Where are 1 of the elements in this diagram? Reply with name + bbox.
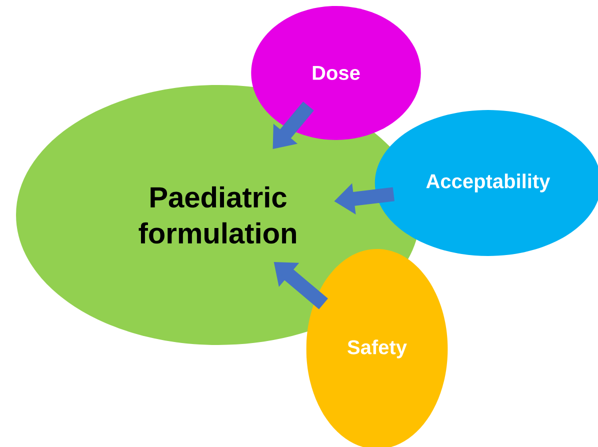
circle-node: Dose [251,6,421,140]
